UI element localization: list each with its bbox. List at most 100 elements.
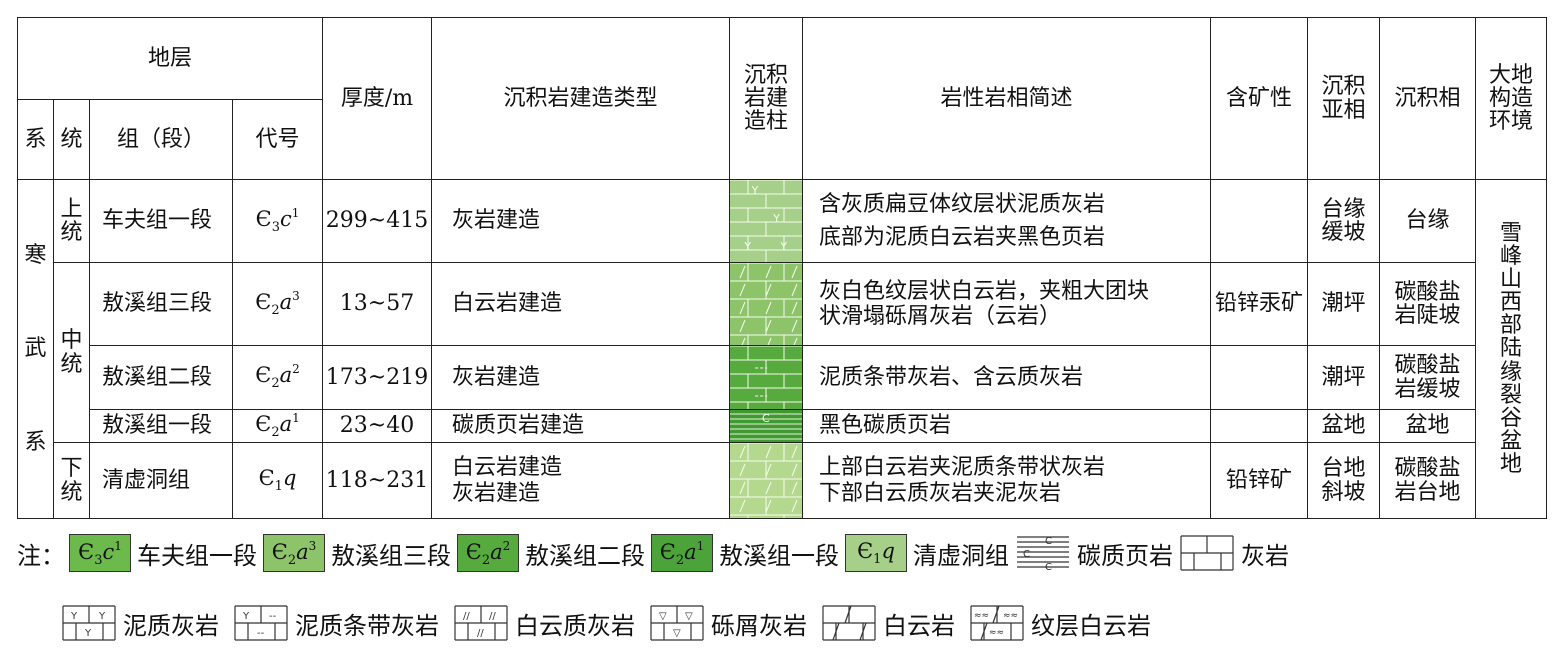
tectonic-char: 峰 — [1500, 244, 1523, 270]
facies-cell: 碳酸盐 岩台地 — [1379, 442, 1477, 519]
facies-cell: 碳酸盐 岩陡坡 — [1379, 262, 1477, 346]
series-char: 下 — [60, 456, 83, 482]
facies-cell: 盆地 — [1379, 409, 1477, 443]
svg-text:Y: Y — [84, 628, 92, 639]
type-cell: 灰岩建造 — [431, 179, 731, 263]
legend-label: 灰岩 — [1241, 541, 1289, 570]
legend-swatch: Є2a2 — [457, 534, 519, 572]
type-line: 灰岩建造 — [452, 480, 541, 506]
legend-label: 敖溪组二段 — [525, 541, 645, 570]
subfacies-cell: 台缘 缓坡 — [1307, 179, 1381, 263]
svg-text:Y: Y — [743, 240, 751, 253]
ore-cell — [1210, 179, 1309, 263]
brecciated-limestone-pattern-icon: ▽▽▽ — [650, 605, 704, 641]
thickness-cell: 173~219 — [322, 345, 433, 410]
legend-swatch: Є2a3 — [263, 534, 325, 572]
system-cell: 寒 武 系 — [17, 179, 54, 519]
system-char: 系 — [24, 429, 47, 455]
facies-cell: 碳酸盐 岩缓坡 — [1379, 345, 1477, 410]
column-pattern-icon: C — [730, 412, 802, 440]
facies-line: 岩陡坡 — [1394, 303, 1461, 328]
header-construction-type: 沉积岩建造类型 — [431, 17, 731, 180]
header-subfacies-line: 亚相 — [1321, 97, 1366, 123]
type-line: 白云岩建造 — [452, 455, 563, 481]
facies-line: 碳酸盐 — [1394, 456, 1461, 482]
limestone-pattern-icon — [1180, 535, 1234, 571]
svg-text:▽: ▽ — [673, 628, 681, 639]
system-char: 寒 — [24, 243, 47, 269]
subfacies-cell: 潮坪 — [1307, 345, 1381, 410]
svg-text://: // — [489, 611, 496, 622]
svg-text:≈≈: ≈≈ — [989, 628, 1004, 638]
svg-text:--: -- — [257, 628, 265, 639]
header-ore: 含矿性 — [1210, 17, 1309, 180]
legend-label: 砾屑灰岩 — [711, 611, 807, 640]
header-subfacies-line: 沉积 — [1321, 74, 1366, 100]
series-middle: 中 统 — [53, 262, 90, 443]
subfacies-line: 台缘 — [1321, 196, 1366, 222]
svg-text:▽: ▽ — [659, 611, 667, 622]
legend-label: 车夫组一段 — [137, 541, 257, 570]
formation-cell: 敖溪组一段 — [89, 409, 233, 443]
series-char: 统 — [60, 220, 83, 245]
legend-pattern: Y---- 泥质条带灰岩 — [233, 604, 439, 642]
series-char: 上 — [60, 196, 83, 222]
tectonic-char: 缘 — [1500, 359, 1523, 385]
svg-text:C: C — [762, 412, 770, 425]
subfacies-line: 斜坡 — [1321, 479, 1366, 505]
legend-pattern: ≈≈≈≈≈≈ 纹层白云岩 — [969, 604, 1151, 642]
header-series: 统 — [53, 99, 90, 180]
tectonic-char: 西 — [1500, 290, 1523, 316]
facies-line: 碳酸盐 — [1394, 279, 1461, 305]
svg-text:Y: Y — [772, 212, 780, 225]
lithology-line: 底部为泥质白云岩夹黑色页岩 — [819, 225, 1106, 250]
lithology-cell: 含灰质扁豆体纹层状泥质灰岩 底部为泥质白云岩夹黑色页岩 — [802, 179, 1212, 263]
series-char: 统 — [60, 351, 83, 377]
header-formation: 组（段） — [89, 99, 233, 180]
code-cell: Є2a1 — [231, 409, 324, 443]
legend-label: 白云岩 — [883, 611, 955, 640]
subfacies-cell: 台地 斜坡 — [1307, 442, 1381, 519]
legend-swatch: Є2a1 — [651, 534, 713, 572]
svg-text://: // — [477, 628, 484, 639]
type-cell: 白云岩建造 灰岩建造 — [431, 442, 731, 519]
legend-unit: Є2a1 敖溪组一段 — [651, 534, 839, 572]
svg-text:Y: Y — [751, 184, 759, 197]
code-cell: Є3c1 — [231, 179, 324, 263]
svg-text:C: C — [1045, 536, 1052, 547]
column-pattern-icon — [730, 346, 802, 409]
tectonic-cell: 雪 峰 山 西 部 陆 缘 裂 谷 盆 地 — [1475, 179, 1548, 519]
tectonic-char: 雪 — [1500, 220, 1523, 246]
formation-cell: 敖溪组二段 — [89, 345, 233, 410]
legend-row-1: 注： Є3c1 车夫组一段 Є2a3 敖溪组三段 Є2a2 敖溪组二段 Є2a1… — [17, 532, 1295, 574]
ore-cell: 铅锌矿 — [1210, 442, 1309, 519]
legend-unit: Є1q 清虚洞组 — [845, 534, 1009, 572]
svg-text:--: -- — [269, 611, 277, 622]
tectonic-char: 谷 — [1500, 405, 1523, 431]
legend-pattern: 白云岩 — [821, 604, 955, 642]
legend-label: 泥质灰岩 — [123, 611, 219, 640]
column-cell: C — [729, 409, 804, 443]
type-cell: 碳质页岩建造 — [431, 409, 731, 443]
legend-label: 敖溪组一段 — [719, 541, 839, 570]
legend-label: 碳质页岩 — [1077, 541, 1173, 570]
column-cell — [729, 345, 804, 410]
laminated-dolomite-pattern-icon: ≈≈≈≈≈≈ — [970, 605, 1024, 641]
series-lower: 下 统 — [53, 442, 90, 519]
tectonic-char: 裂 — [1500, 382, 1523, 408]
facies-line: 岩缓坡 — [1394, 376, 1461, 402]
facies-line: 碳酸盐 — [1394, 353, 1461, 379]
tectonic-char: 地 — [1500, 451, 1523, 477]
tectonic-char: 部 — [1500, 313, 1523, 339]
formation-cell: 清虚洞组 — [89, 442, 233, 519]
legend-label: 敖溪组三段 — [331, 541, 451, 570]
lithology-cell: 上部白云岩夹泥质条带状灰岩 下部白云质灰岩夹泥灰岩 — [802, 442, 1212, 519]
tectonic-char: 盆 — [1500, 428, 1523, 454]
legend-pattern: ////// 白云质灰岩 — [453, 604, 635, 642]
lithology-cell: 灰白色纹层状白云岩，夹粗大团块 状滑塌砾屑灰岩（云岩） — [802, 262, 1212, 346]
header-tectonic: 大地 构造 环境 — [1475, 17, 1548, 180]
